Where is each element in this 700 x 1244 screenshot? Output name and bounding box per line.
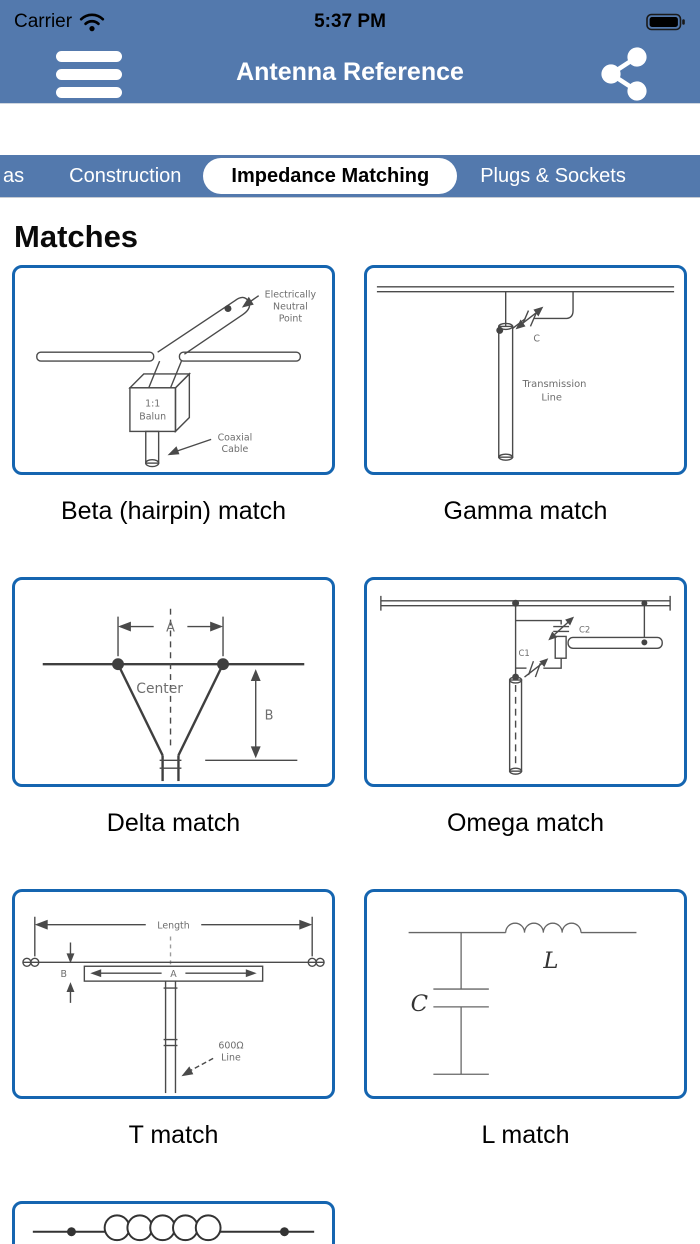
share-icon[interactable]: [600, 47, 648, 101]
tab-plugs-sockets[interactable]: Plugs & Sockets: [480, 164, 626, 187]
svg-text:Balun: Balun: [139, 412, 166, 423]
svg-text:Coaxial: Coaxial: [218, 432, 253, 443]
card-l-match[interactable]: L C: [364, 889, 687, 1099]
match-cell-l: L C L match: [364, 889, 687, 1150]
svg-text:C2: C2: [579, 624, 590, 634]
match-caption: T match: [128, 1121, 219, 1149]
svg-text:B: B: [265, 709, 274, 724]
svg-text:1:1: 1:1: [145, 399, 160, 410]
t-match-diagram: Length A B: [22, 916, 325, 1094]
match-caption: Gamma match: [443, 497, 608, 525]
svg-text:L: L: [542, 948, 558, 974]
matches-grid: Electrically Neutral Point 1:1 Balun: [12, 265, 687, 1244]
match-caption: Beta (hairpin) match: [60, 497, 287, 525]
svg-text:Transmission: Transmission: [522, 379, 587, 390]
svg-text:Length: Length: [157, 921, 189, 932]
card-omega-match[interactable]: C2 C1: [364, 577, 687, 787]
partial-match-diagram: [32, 1214, 315, 1242]
nav-bar: Antenna Reference: [0, 44, 700, 104]
match-cell-gamma: C Transmission Line Gamma match: [364, 265, 687, 526]
hamburger-menu-icon[interactable]: [56, 51, 122, 98]
tab-bar: as Construction Impedance Matching Plugs…: [0, 155, 700, 198]
content: Matches Electrically Neutral Point: [0, 220, 700, 1244]
match-cell-delta: A B Center Delta match: [12, 577, 335, 838]
svg-text:Line: Line: [221, 1052, 241, 1063]
gamma-match-diagram: C Transmission Line: [376, 286, 675, 461]
svg-text:Neutral: Neutral: [273, 302, 308, 313]
header: Carrier 5:37 PM Antenna Referenc: [0, 0, 700, 104]
svg-text:C: C: [533, 333, 540, 344]
status-time: 5:37 PM: [314, 11, 386, 32]
match-caption: L match: [481, 1121, 570, 1149]
match-cell-omega: C2 C1 Omega match: [364, 577, 687, 838]
tab-antennas[interactable]: as: [3, 164, 25, 187]
svg-text:A: A: [170, 969, 177, 980]
delta-match-diagram: A B Center: [42, 608, 305, 782]
svg-text:Cable: Cable: [222, 444, 249, 455]
header-gap: [0, 104, 700, 155]
match-cell-partial: [12, 1201, 335, 1244]
match-caption: Delta match: [106, 809, 241, 837]
match-cell-t: Length A B: [12, 889, 335, 1150]
svg-text:Line: Line: [541, 393, 562, 404]
page-title: Antenna Reference: [236, 57, 464, 86]
svg-text:Point: Point: [279, 313, 303, 324]
match-cell-beta: Electrically Neutral Point 1:1 Balun: [12, 265, 335, 526]
card-delta-match[interactable]: A B Center: [12, 577, 335, 787]
section-heading: Matches: [14, 219, 139, 254]
card-t-match[interactable]: Length A B: [12, 889, 335, 1099]
svg-text:A: A: [166, 620, 175, 635]
status-bar: Carrier 5:37 PM: [0, 0, 700, 44]
svg-text:C1: C1: [519, 648, 530, 658]
svg-text:Electrically: Electrically: [265, 290, 317, 301]
svg-text:Center: Center: [136, 681, 183, 697]
match-caption: Omega match: [446, 809, 604, 837]
l-match-diagram: L C: [408, 922, 637, 1075]
battery-icon: [646, 13, 685, 31]
card-partial-match[interactable]: [12, 1201, 335, 1244]
svg-text:600Ω: 600Ω: [218, 1040, 243, 1051]
svg-text:B: B: [61, 969, 67, 980]
tab-impedance-matching[interactable]: Impedance Matching: [203, 158, 458, 194]
carrier-label: Carrier: [14, 11, 73, 32]
wifi-icon: [79, 13, 105, 32]
svg-text:C: C: [411, 991, 428, 1017]
beta-match-diagram: Electrically Neutral Point 1:1 Balun: [36, 290, 317, 468]
omega-match-diagram: C2 C1: [380, 595, 671, 775]
card-beta-hairpin-match[interactable]: Electrically Neutral Point 1:1 Balun: [12, 265, 335, 475]
card-gamma-match[interactable]: C Transmission Line: [364, 265, 687, 475]
tab-construction[interactable]: Construction: [69, 164, 182, 187]
